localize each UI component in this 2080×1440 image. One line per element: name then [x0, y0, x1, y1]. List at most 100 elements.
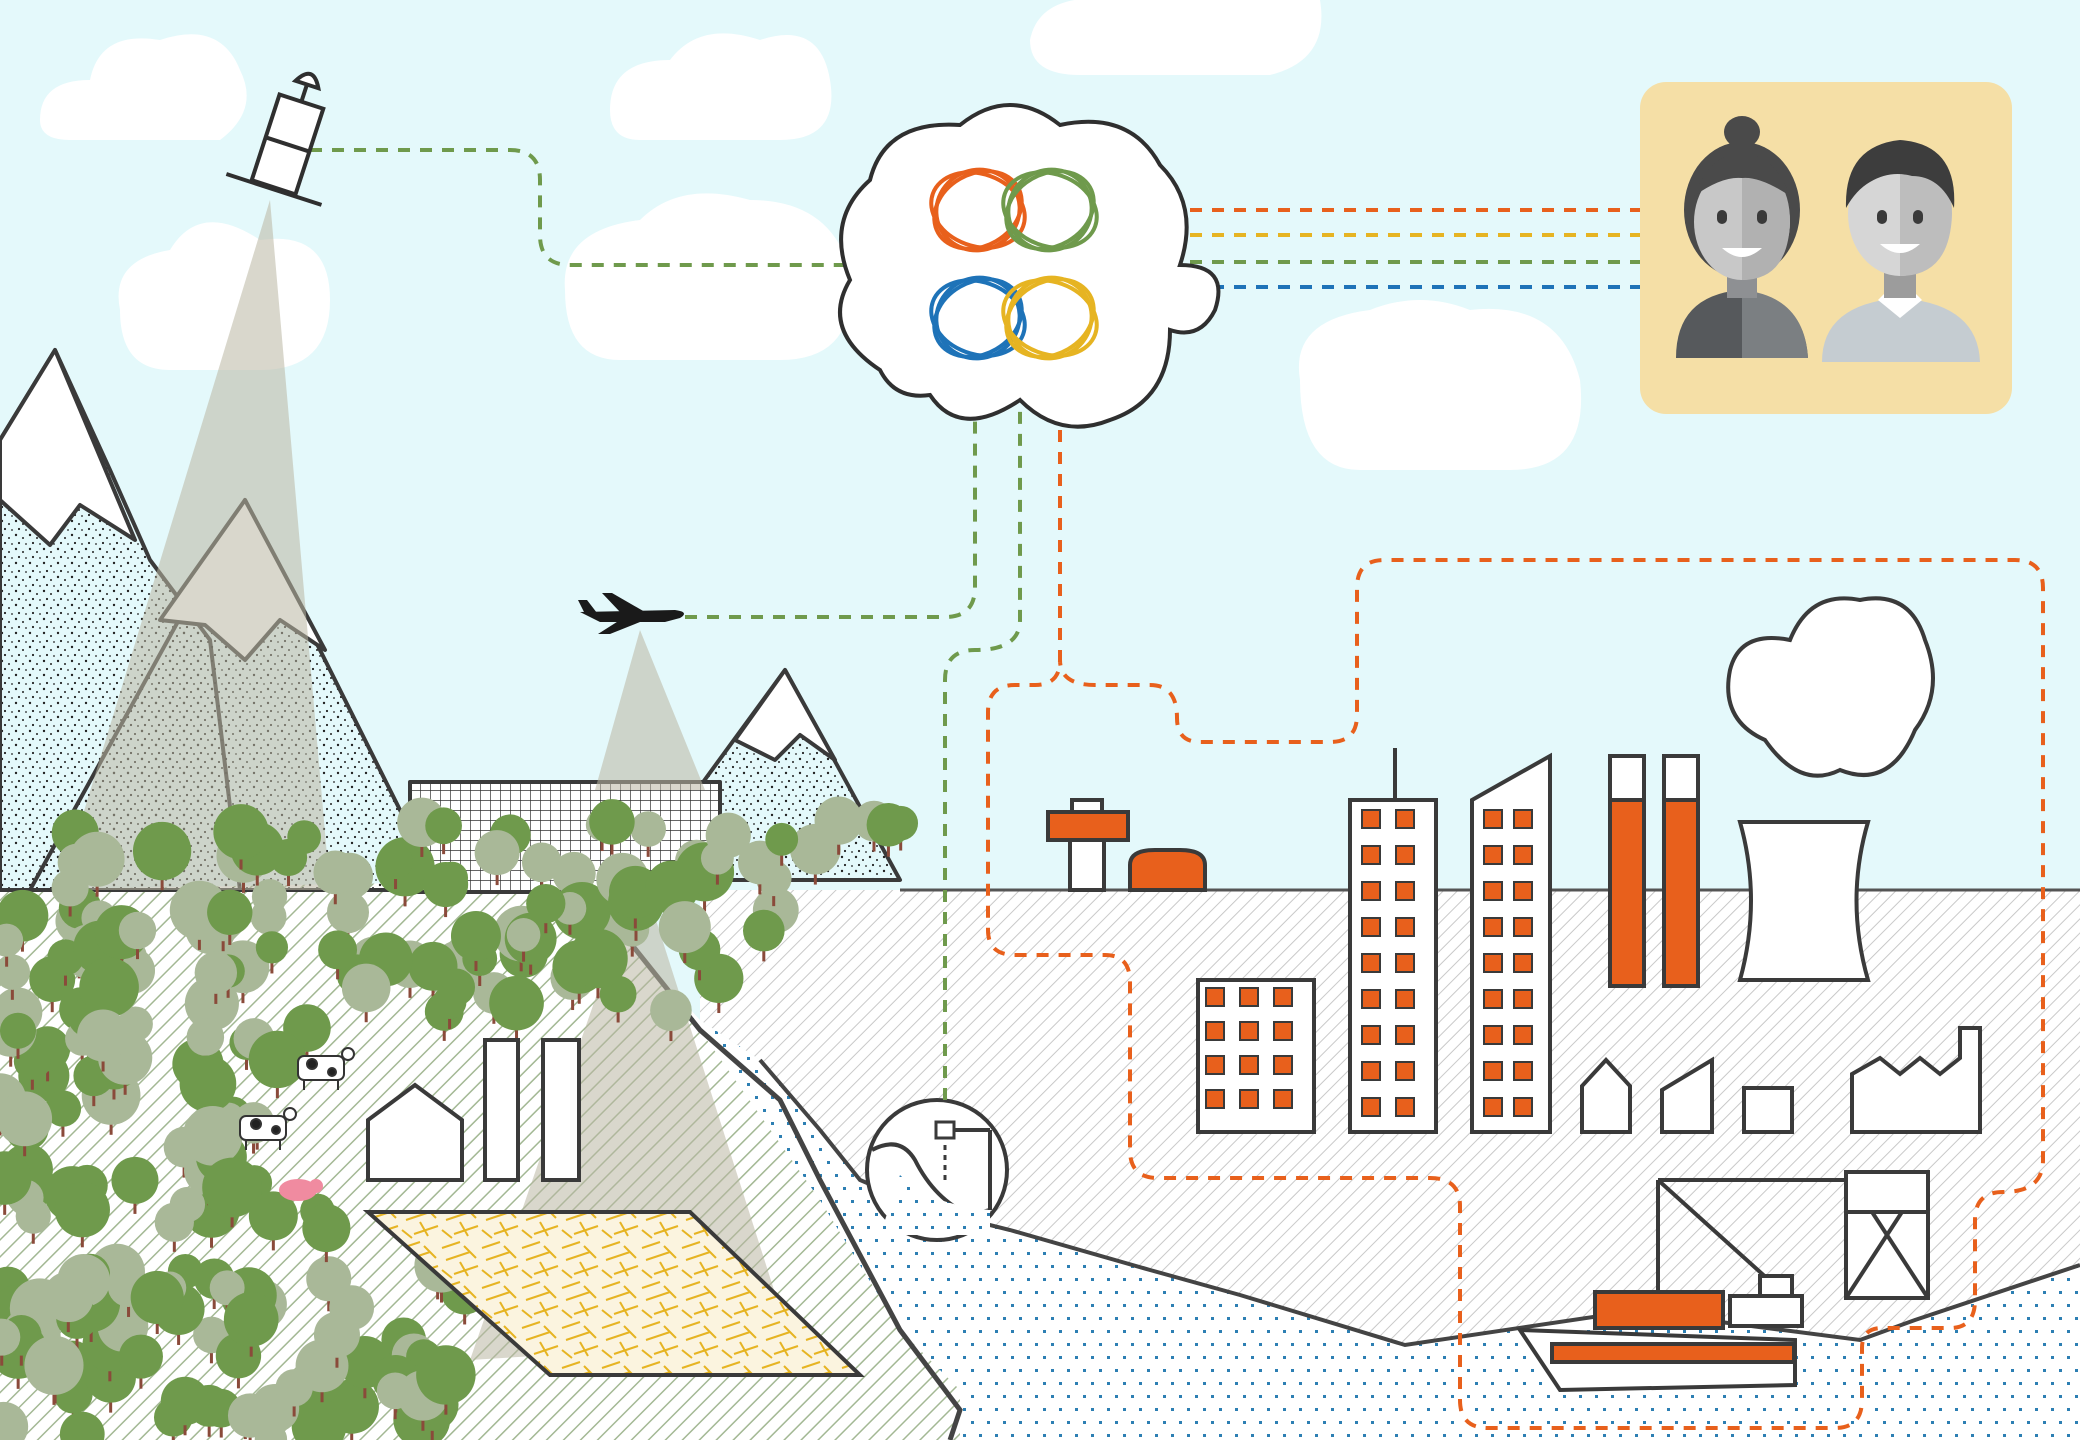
- window: [1483, 917, 1503, 937]
- satellite-beam: [60, 200, 330, 890]
- tree: [0, 923, 24, 967]
- cloud: [564, 193, 852, 360]
- window: [1483, 1025, 1503, 1045]
- window: [1361, 845, 1381, 865]
- window: [1513, 989, 1533, 1009]
- window: [1483, 953, 1503, 973]
- hub-cloud: [838, 103, 1221, 429]
- tree: [207, 889, 253, 945]
- tree: [0, 1401, 29, 1440]
- small-house: [1580, 1057, 1632, 1134]
- factory: [1850, 1026, 1982, 1134]
- tree: [118, 1334, 163, 1389]
- chimney-band: [1662, 798, 1700, 988]
- tree: [154, 1202, 194, 1252]
- tree: [526, 883, 566, 934]
- silo: [541, 1038, 581, 1182]
- tree: [51, 869, 89, 917]
- crop-field: [362, 1210, 865, 1377]
- window: [1239, 1021, 1259, 1041]
- window: [1361, 989, 1381, 1009]
- window: [1395, 1097, 1415, 1117]
- city-windows: [1205, 809, 1533, 1117]
- window: [1239, 987, 1259, 1007]
- control-tower: [1046, 798, 1130, 892]
- barn: [366, 1082, 464, 1182]
- rosette-petal: [1001, 167, 1099, 253]
- rosette-petal: [929, 167, 1027, 253]
- tree: [506, 918, 541, 962]
- window: [1483, 989, 1503, 1009]
- tree: [227, 1393, 273, 1440]
- ocean-sensor-link: [943, 400, 1022, 1100]
- window: [1395, 953, 1415, 973]
- window: [1273, 1089, 1293, 1109]
- tree: [291, 1398, 347, 1440]
- small-house: [1660, 1056, 1714, 1134]
- window: [1273, 1021, 1293, 1041]
- tree: [474, 830, 520, 886]
- woman-avatar: [1676, 116, 1808, 358]
- tree: [275, 1369, 313, 1417]
- mountain-right-snowcap: [733, 668, 837, 762]
- tree: [248, 1030, 307, 1099]
- tree: [0, 1318, 21, 1366]
- data-hub: [838, 103, 1221, 429]
- window: [1483, 845, 1503, 865]
- crane: [1656, 1170, 1930, 1300]
- tree: [255, 931, 289, 974]
- tree: [489, 975, 544, 1041]
- tree: [378, 844, 413, 890]
- window: [1483, 1061, 1503, 1081]
- window: [1513, 1061, 1533, 1081]
- cloud: [610, 33, 832, 141]
- tree: [423, 861, 469, 918]
- shoreline: [578, 878, 963, 1440]
- tree: [589, 799, 635, 855]
- coastal-water: [560, 870, 2080, 1440]
- window: [1361, 1025, 1381, 1045]
- tree: [213, 804, 269, 870]
- tree: [765, 822, 799, 866]
- window: [1483, 809, 1503, 829]
- sky-clouds: [40, 0, 1582, 470]
- data-links: [310, 148, 2045, 1430]
- window: [1513, 917, 1533, 937]
- tree: [700, 841, 734, 885]
- tree: [0, 1012, 37, 1059]
- satellite-icon: [225, 71, 326, 207]
- tree: [118, 911, 157, 960]
- tree: [568, 928, 628, 999]
- tree: [132, 821, 192, 891]
- pig-icon: [279, 1179, 323, 1201]
- silo: [483, 1038, 520, 1182]
- window: [1239, 1089, 1259, 1109]
- tree: [318, 930, 358, 980]
- window: [1513, 881, 1533, 901]
- window: [1273, 1055, 1293, 1075]
- tree: [432, 985, 467, 1029]
- window: [1513, 845, 1533, 865]
- window: [1361, 953, 1381, 973]
- tree: [0, 1151, 32, 1215]
- tree: [737, 840, 782, 895]
- window: [1205, 1055, 1225, 1075]
- tree: [43, 1271, 94, 1333]
- window: [1395, 845, 1415, 865]
- tree: [160, 1376, 210, 1436]
- window: [1361, 809, 1381, 829]
- chimney-band: [1608, 798, 1646, 988]
- tree: [425, 807, 462, 855]
- tree: [866, 802, 911, 857]
- tree: [650, 989, 692, 1042]
- tree: [0, 1091, 53, 1157]
- cooling-tower: [1737, 820, 1871, 982]
- airplane-icon: [578, 593, 684, 634]
- satellite-link: [310, 148, 850, 267]
- window: [1395, 881, 1415, 901]
- window: [1273, 987, 1293, 1007]
- window: [1483, 1097, 1503, 1117]
- tree: [302, 1203, 351, 1263]
- man-avatar: [1822, 140, 1980, 362]
